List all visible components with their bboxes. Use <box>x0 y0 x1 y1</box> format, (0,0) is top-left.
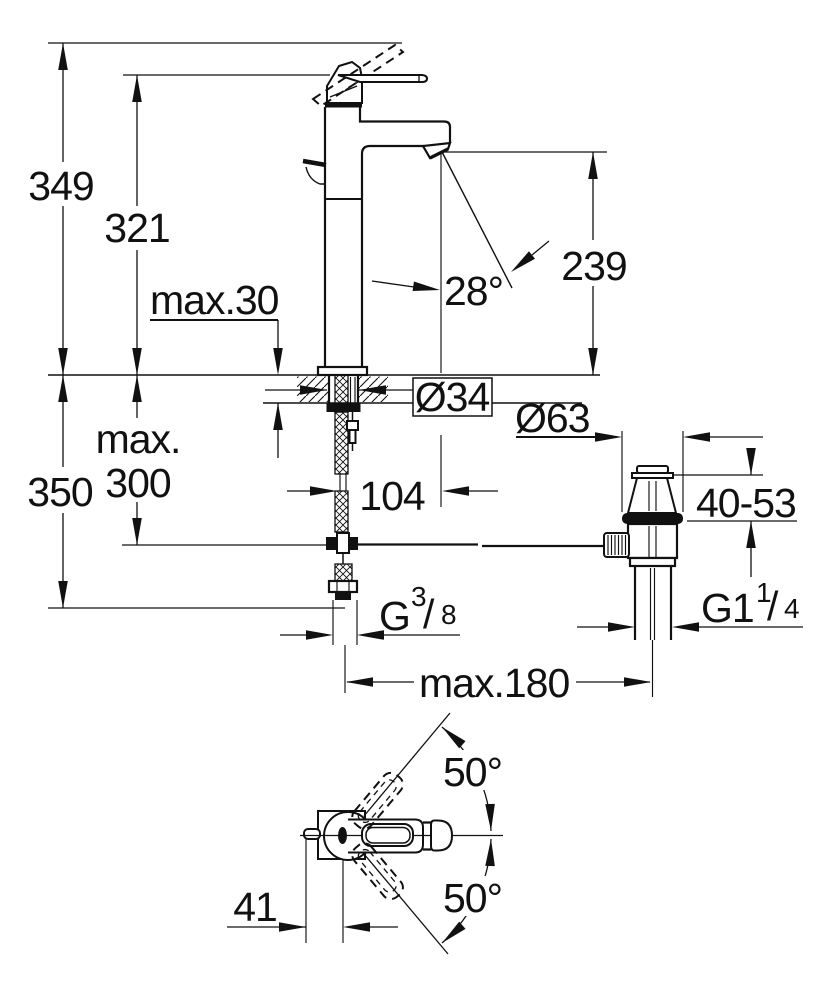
supply-thread-label: G 3 / 8 <box>379 581 457 639</box>
dim-spout-top-label: 321 <box>104 205 169 251</box>
dim-hole-dia-label: Ø34 <box>415 374 490 420</box>
supply-thread-prefix: G <box>379 593 410 639</box>
waste-thread-label: G1 1 / 4 <box>701 577 800 631</box>
waste-seal-ring <box>622 513 683 524</box>
dim-hose-max-value: 300 <box>105 460 171 506</box>
dim-swing-up-label: 50° <box>443 749 502 795</box>
locknut <box>326 403 361 412</box>
dim-swing-down-label: 50° <box>443 875 502 921</box>
dim-rod-offset-label: 41 <box>233 884 277 930</box>
handle-raised-dashed <box>311 43 405 108</box>
dimension-labels: 349 321 max.30 239 28° Ø34 Ø63 max. 300 … <box>27 163 800 930</box>
supply-hose <box>334 411 349 475</box>
waste-thread-num: 1 <box>756 577 771 608</box>
handle-swung-down-dashed <box>351 842 404 901</box>
waste-cap <box>636 465 669 474</box>
dim-total-height-label: 349 <box>28 163 93 209</box>
dim-under-deck-label: 350 <box>27 469 93 515</box>
dim-stream-angle-label: 28° <box>444 268 503 314</box>
dia34-box <box>412 377 493 417</box>
dim-flange-dia-label: Ø63 <box>515 395 590 441</box>
waste-thread-prefix: G1 <box>701 585 754 631</box>
plan-lever-slot <box>361 823 414 847</box>
handle-joint <box>325 103 362 108</box>
handle-lever <box>337 74 429 83</box>
popup-waste-assembly <box>603 465 683 697</box>
under-counter-assembly <box>326 374 605 600</box>
dim-reach-label: 104 <box>359 473 425 519</box>
dim-center-distance-label: max.180 <box>419 660 569 706</box>
label-backers <box>28 162 630 916</box>
hose-nut <box>327 579 359 594</box>
faucet-side-view <box>302 43 452 377</box>
supply-thread-den: 8 <box>441 599 456 630</box>
plan-pivot <box>338 827 347 844</box>
plan-spout-tip <box>430 819 454 852</box>
dim-outlet-height-label: 239 <box>561 243 626 289</box>
supply-thread-slash: / <box>423 591 435 637</box>
pullrod-hook <box>302 158 327 168</box>
waste-thread-den: 4 <box>784 593 799 624</box>
plan-rod-pin <box>303 828 321 840</box>
popup-rod <box>358 543 605 548</box>
handle-swung-up-dashed <box>351 771 404 830</box>
base-flange <box>316 365 369 377</box>
dim-hose-max-word: max. <box>96 416 181 462</box>
waste-thread-slash: / <box>767 583 779 629</box>
rod-knob <box>603 532 630 558</box>
dim-deck-max-label: max.30 <box>150 277 279 323</box>
dim-mounting-range-label: 40-53 <box>696 480 796 526</box>
supply-thread-num: 3 <box>411 581 426 612</box>
